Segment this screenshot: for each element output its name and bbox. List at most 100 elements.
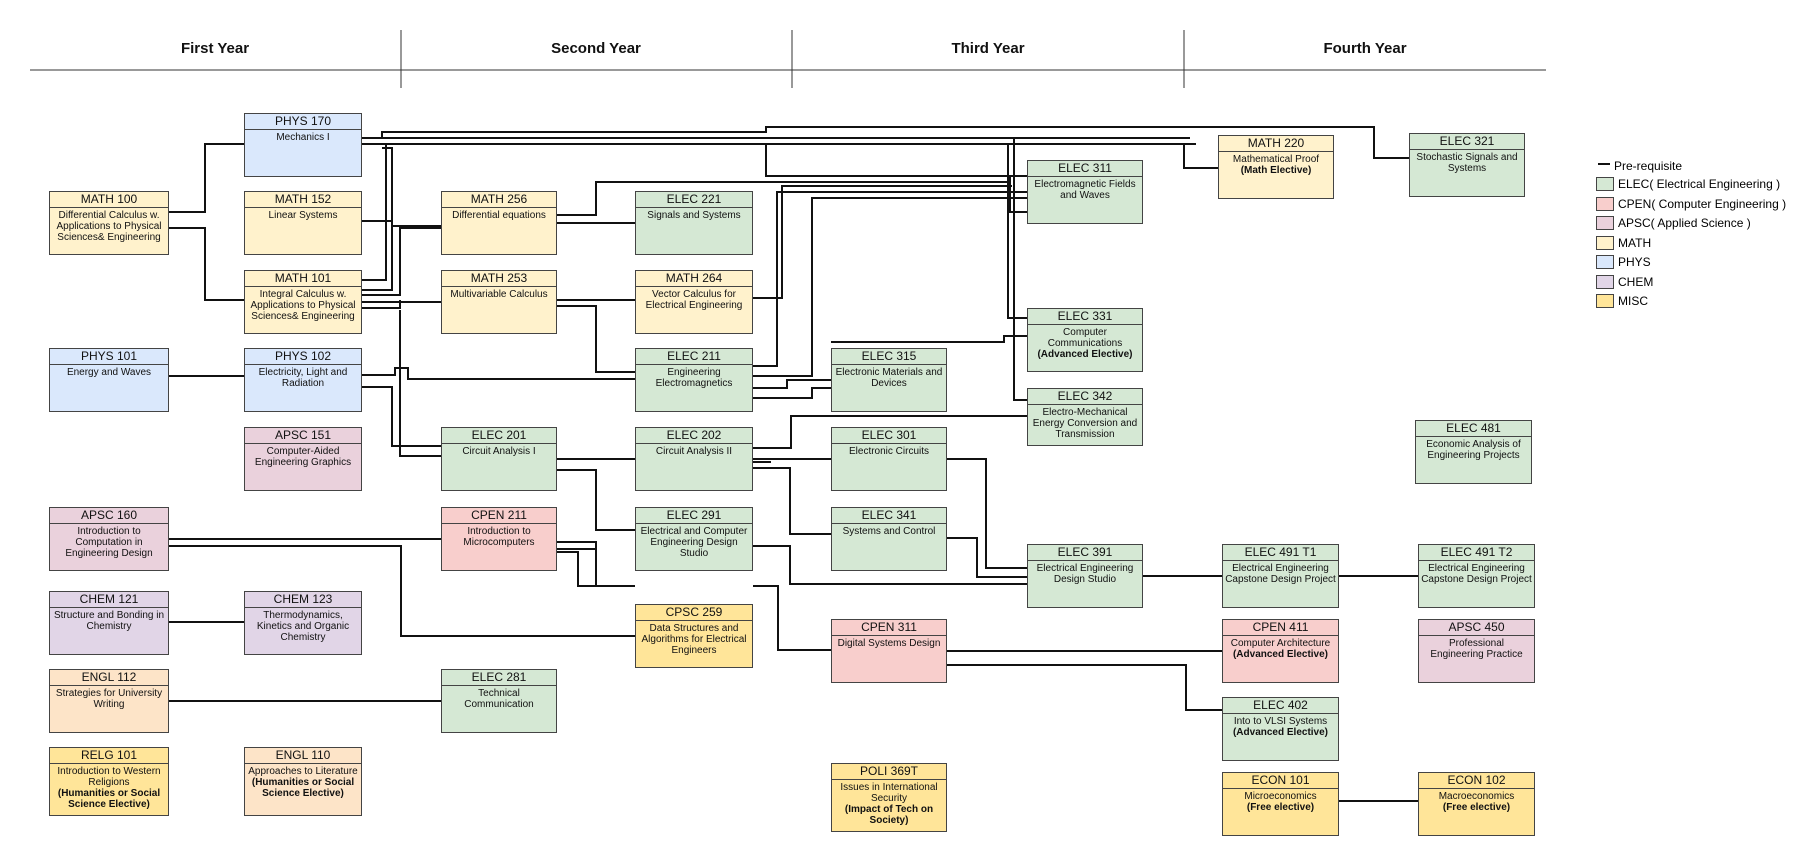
course-code: ELEC 491 T2 [1419, 545, 1534, 561]
course-title: Professional Engineering Practice [1430, 638, 1523, 660]
course-title: Electrical Engineering Design Studio [1036, 563, 1134, 585]
legend-swatch [1596, 177, 1614, 191]
course-note: (Free elective) [1246, 802, 1315, 813]
course-code: ECON 102 [1419, 773, 1534, 789]
legend-swatch [1596, 216, 1614, 230]
course-code: MATH 100 [50, 192, 168, 208]
legend-label: CHEM [1618, 275, 1654, 289]
course-title: Electronic Circuits [848, 446, 930, 457]
course-title: Macroeconomics [1438, 791, 1515, 802]
course-code: MATH 101 [245, 271, 361, 287]
course-code: ENGL 110 [245, 748, 361, 764]
course-title: Digital Systems Design [837, 638, 941, 649]
year-header-1: First Year [180, 40, 250, 57]
course-code: ELEC 331 [1028, 309, 1142, 325]
course-code: MATH 253 [442, 271, 556, 287]
year-header-3: Third Year [951, 40, 1025, 57]
course-code: CHEM 121 [50, 592, 168, 608]
course-code: ELEC 301 [832, 428, 946, 444]
course-note: (Advanced Elective) [1232, 727, 1329, 738]
course-code: CPSC 259 [636, 605, 752, 621]
course-note: (Advanced Elective) [1037, 349, 1133, 360]
course-title: Multivariable Calculus [450, 289, 548, 300]
course-code: ELEC 311 [1028, 161, 1142, 177]
course-note: (Humanities or Social Science Elective) [57, 788, 161, 810]
legend-swatch [1596, 275, 1614, 289]
course-title: Electronic Materials and Devices [835, 367, 943, 389]
course-title: Thermodynamics, Kinetics and Organic Che… [256, 610, 350, 643]
course-code: MATH 152 [245, 192, 361, 208]
legend-label: CPEN( Computer Engineering ) [1618, 197, 1787, 211]
course-title: Electrical and Computer Engineering Desi… [640, 526, 748, 559]
course-code: ELEC 315 [832, 349, 946, 365]
course-title: Stochastic Signals and Systems [1416, 152, 1518, 174]
course-title: Approaches to Literature [248, 766, 358, 777]
course-code: ELEC 201 [442, 428, 556, 444]
year-header-2: Second Year [551, 40, 641, 57]
course-code: APSC 450 [1419, 620, 1534, 636]
course-code: ECON 101 [1223, 773, 1338, 789]
course-title: Circuit Analysis I [462, 446, 536, 457]
course-title: Electrical Engineering Capstone Design P… [1225, 563, 1336, 585]
legend-label: PHYS [1618, 255, 1651, 269]
course-code: MATH 220 [1219, 136, 1333, 152]
legend-swatch [1596, 255, 1614, 269]
course-note: (Advanced Elective) [1232, 649, 1329, 660]
course-code: PHYS 101 [50, 349, 168, 365]
course-code: ELEC 391 [1028, 545, 1142, 561]
course-code: APSC 151 [245, 428, 361, 444]
course-title: Into to VLSI Systems [1233, 716, 1328, 727]
year-header-4: Fourth Year [1323, 40, 1407, 57]
legend-label: ELEC( Electrical Engineering ) [1618, 177, 1781, 191]
course-title: Introduction to Microcomputers [463, 526, 535, 548]
legend-swatch [1596, 236, 1614, 250]
course-title: Differential equations [452, 210, 546, 221]
course-title: Mechanics I [276, 132, 330, 143]
course-note: (Impact of Tech on Society) [844, 804, 934, 826]
course-title: Computer-Aided Engineering Graphics [254, 446, 352, 468]
course-code: ELEC 481 [1416, 421, 1531, 437]
course-code: ELEC 341 [832, 508, 946, 524]
course-title: Linear Systems [268, 210, 338, 221]
legend-swatch [1596, 197, 1614, 211]
course-code: ELEC 221 [636, 192, 752, 208]
course-title: Data Structures and Algorithms for Elect… [641, 623, 747, 656]
course-title: Electro-Mechanical Energy Conversion and… [1032, 407, 1138, 440]
course-title: Circuit Analysis II [655, 446, 733, 457]
course-code: CPEN 311 [832, 620, 946, 636]
course-code: APSC 160 [50, 508, 168, 524]
course-note: (Free elective) [1442, 802, 1511, 813]
course-code: CPEN 411 [1223, 620, 1338, 636]
course-title: Engineering Electromagnetics [655, 367, 733, 389]
